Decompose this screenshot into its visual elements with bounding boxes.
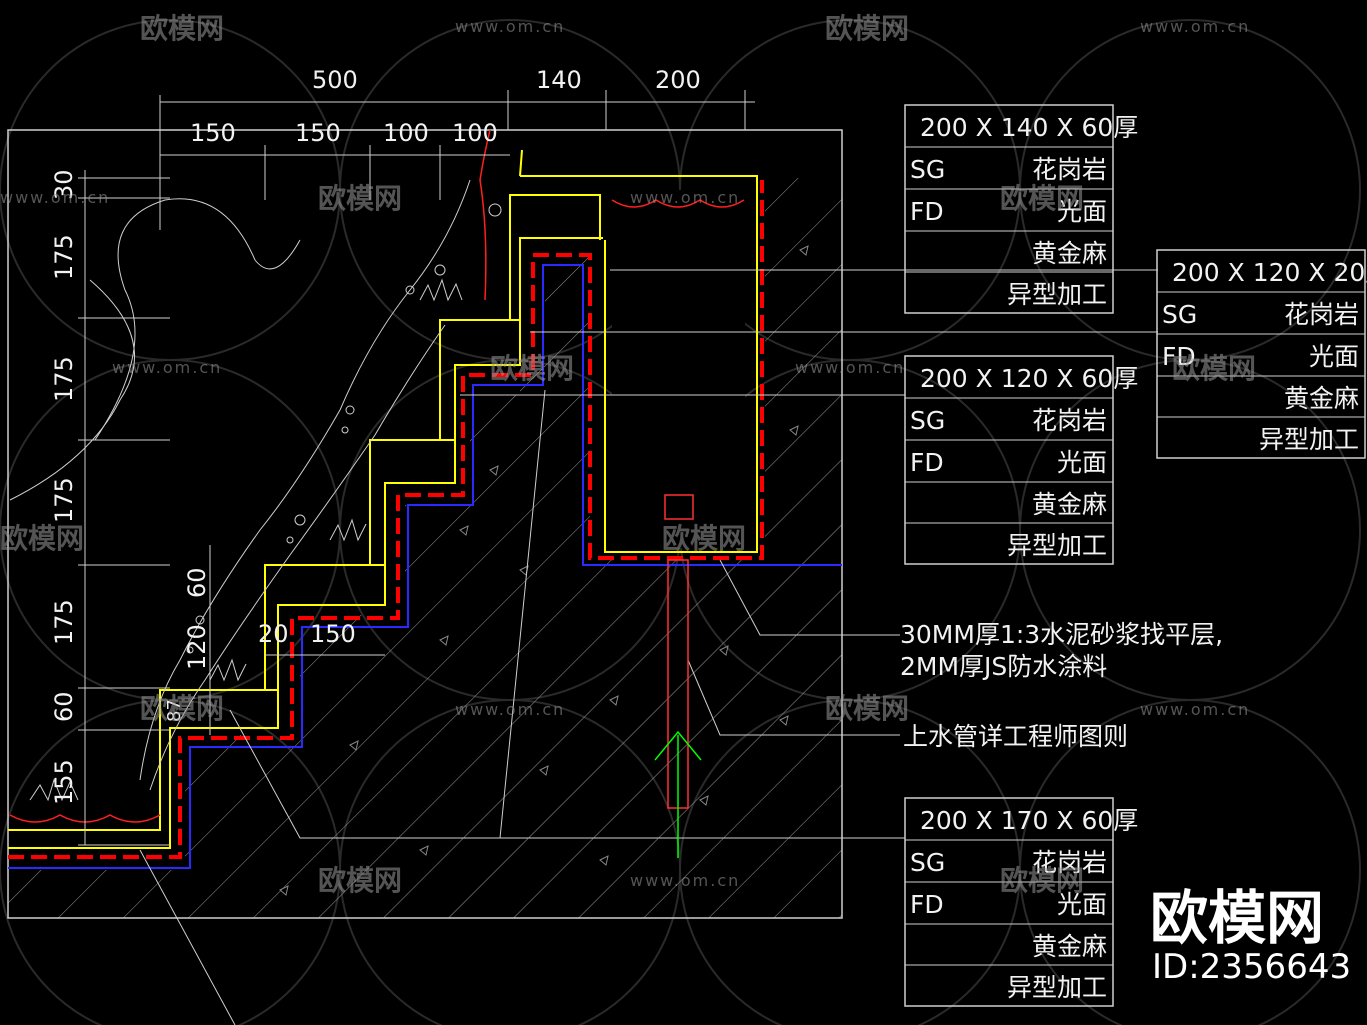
note-layer-line2: 2MM厚JS防水涂料: [900, 652, 1107, 681]
wm-url-8: www.om.cn: [1140, 700, 1250, 719]
site-logo-id: ID:2356643: [1152, 947, 1351, 987]
wm-logo-2: 欧模网: [825, 12, 909, 45]
dim-top-total: 500: [312, 66, 358, 94]
note-pipe: 上水管详工程师图则: [903, 722, 1128, 751]
wm-url-4: www.om.cn: [0, 188, 110, 207]
wm-logo-7: 欧模网: [0, 522, 84, 555]
cascade-linework: [9, 179, 502, 802]
dim-mid-120: 120: [183, 624, 211, 670]
table-1-material: 花岗岩: [1032, 155, 1107, 184]
dim-left-175-a: 175: [50, 234, 78, 280]
wm-url-5: www.om.cn: [112, 358, 222, 377]
table-2-finish: 光面: [1309, 342, 1359, 371]
table-2-code-fd: FD: [1162, 342, 1196, 371]
wm-logo-8: 欧模网: [662, 522, 746, 555]
table-1-code-sg: SG: [910, 155, 945, 184]
dim-left-30: 30: [50, 169, 78, 200]
material-table-3: 200 X 120 X 60厚 SG 花岗岩 FD 光面 黄金麻 异型加工: [904, 355, 1138, 565]
table-3-code-fd: FD: [910, 448, 944, 477]
wm-url-1: www.om.cn: [455, 17, 565, 36]
dim-left-175-b: 175: [50, 356, 78, 402]
dim-mid-87: 87: [164, 699, 185, 722]
table-2-material: 花岗岩: [1284, 300, 1359, 329]
table-3-code-sg: SG: [910, 406, 945, 435]
leader-lines: [139, 269, 1158, 1025]
annotation-notes: 30MM厚1:3水泥砂浆找平层, 2MM厚JS防水涂料 上水管详工程师图则: [900, 620, 1223, 751]
wm-logo-12: 欧模网: [1000, 864, 1084, 897]
table-4-code-sg: SG: [910, 848, 945, 877]
wm-url-9: www.om.cn: [630, 871, 740, 890]
dim-step-c: 100: [383, 119, 429, 147]
table-1-title: 200 X 140 X 60厚: [920, 113, 1138, 142]
dim-top-right: 200: [655, 66, 701, 94]
dim-mid-60: 60: [183, 567, 211, 598]
table-2-process: 异型加工: [1259, 425, 1359, 454]
concrete-aggregate: [279, 245, 809, 896]
wm-logo-6: 欧模网: [1172, 352, 1256, 385]
supply-pipe: [654, 559, 702, 858]
structure-frame: [7, 129, 843, 919]
dim-top-mid: 140: [536, 66, 582, 94]
table-2-stone: 黄金麻: [1284, 384, 1359, 413]
table-3-process: 异型加工: [1007, 531, 1107, 560]
dim-mid-150: 150: [310, 620, 356, 648]
wm-logo-4: 欧模网: [1000, 182, 1084, 215]
table-2-title: 200 X 120 X 20厚: [1172, 258, 1367, 287]
table-4-title: 200 X 170 X 60厚: [920, 806, 1138, 835]
dim-left-175-c: 175: [50, 477, 78, 523]
table-3-material: 花岗岩: [1032, 406, 1107, 435]
table-4-stone: 黄金麻: [1032, 932, 1107, 961]
table-1-stone: 黄金麻: [1032, 239, 1107, 268]
table-4-finish: 光面: [1057, 890, 1107, 919]
wm-logo-3: 欧模网: [318, 182, 402, 215]
table-1-process: 异型加工: [1007, 280, 1107, 309]
site-logo-text: 欧模网: [1150, 884, 1324, 952]
wm-url-7: www.om.cn: [455, 700, 565, 719]
table-3-title: 200 X 120 X 60厚: [920, 364, 1138, 393]
wm-logo-11: 欧模网: [318, 864, 402, 897]
dim-step-d: 100: [452, 119, 498, 147]
watermark-logos: 欧模网 欧模网 欧模网 欧模网 欧模网 欧模网 欧模网 欧模网 欧模网 欧模网 …: [0, 12, 1256, 897]
dim-step-a: 150: [190, 119, 236, 147]
wm-logo-5: 欧模网: [490, 352, 574, 385]
dim-mid-20: 20: [258, 620, 289, 648]
dim-left-60: 60: [50, 691, 78, 722]
wm-logo-10: 欧模网: [825, 692, 909, 725]
wm-url-2: www.om.cn: [1140, 17, 1250, 36]
wm-logo-1: 欧模网: [140, 12, 224, 45]
note-layer-line1: 30MM厚1:3水泥砂浆找平层,: [900, 620, 1223, 649]
material-table-1: 200 X 140 X 60厚 SG 花岗岩 FD 光面 黄金麻 异型加工: [904, 104, 1138, 314]
mortar-line: [8, 264, 842, 869]
dimension-lines: [78, 90, 755, 846]
table-4-code-fd: FD: [910, 890, 944, 919]
table-3-finish: 光面: [1057, 448, 1107, 477]
table-3-stone: 黄金麻: [1032, 490, 1107, 519]
wm-url-3: www.om.cn: [630, 188, 740, 207]
dim-step-b: 150: [295, 119, 341, 147]
table-1-code-fd: FD: [910, 197, 944, 226]
table-2-code-sg: SG: [1162, 300, 1197, 329]
dim-left-155: 155: [50, 759, 78, 805]
step-stones: [8, 149, 758, 849]
wm-logo-9: 欧模网: [140, 692, 224, 725]
table-4-process: 异型加工: [1007, 973, 1107, 1002]
site-logo: 欧模网 ID:2356643: [1150, 884, 1351, 987]
material-table-2: 200 X 120 X 20厚 SG 花岗岩 FD 光面 黄金麻 异型加工: [1156, 249, 1367, 459]
table-1-finish: 光面: [1057, 197, 1107, 226]
table-4-material: 花岗岩: [1032, 848, 1107, 877]
material-table-4: 200 X 170 X 60厚 SG 花岗岩 FD 光面 黄金麻 异型加工: [904, 797, 1138, 1007]
dim-left-175-d: 175: [50, 599, 78, 645]
dimension-labels: 500 140 200 150 150 100 100 30 175 175 1…: [50, 66, 701, 805]
wm-url-6: www.om.cn: [795, 358, 905, 377]
waterproof-line: [8, 180, 764, 859]
